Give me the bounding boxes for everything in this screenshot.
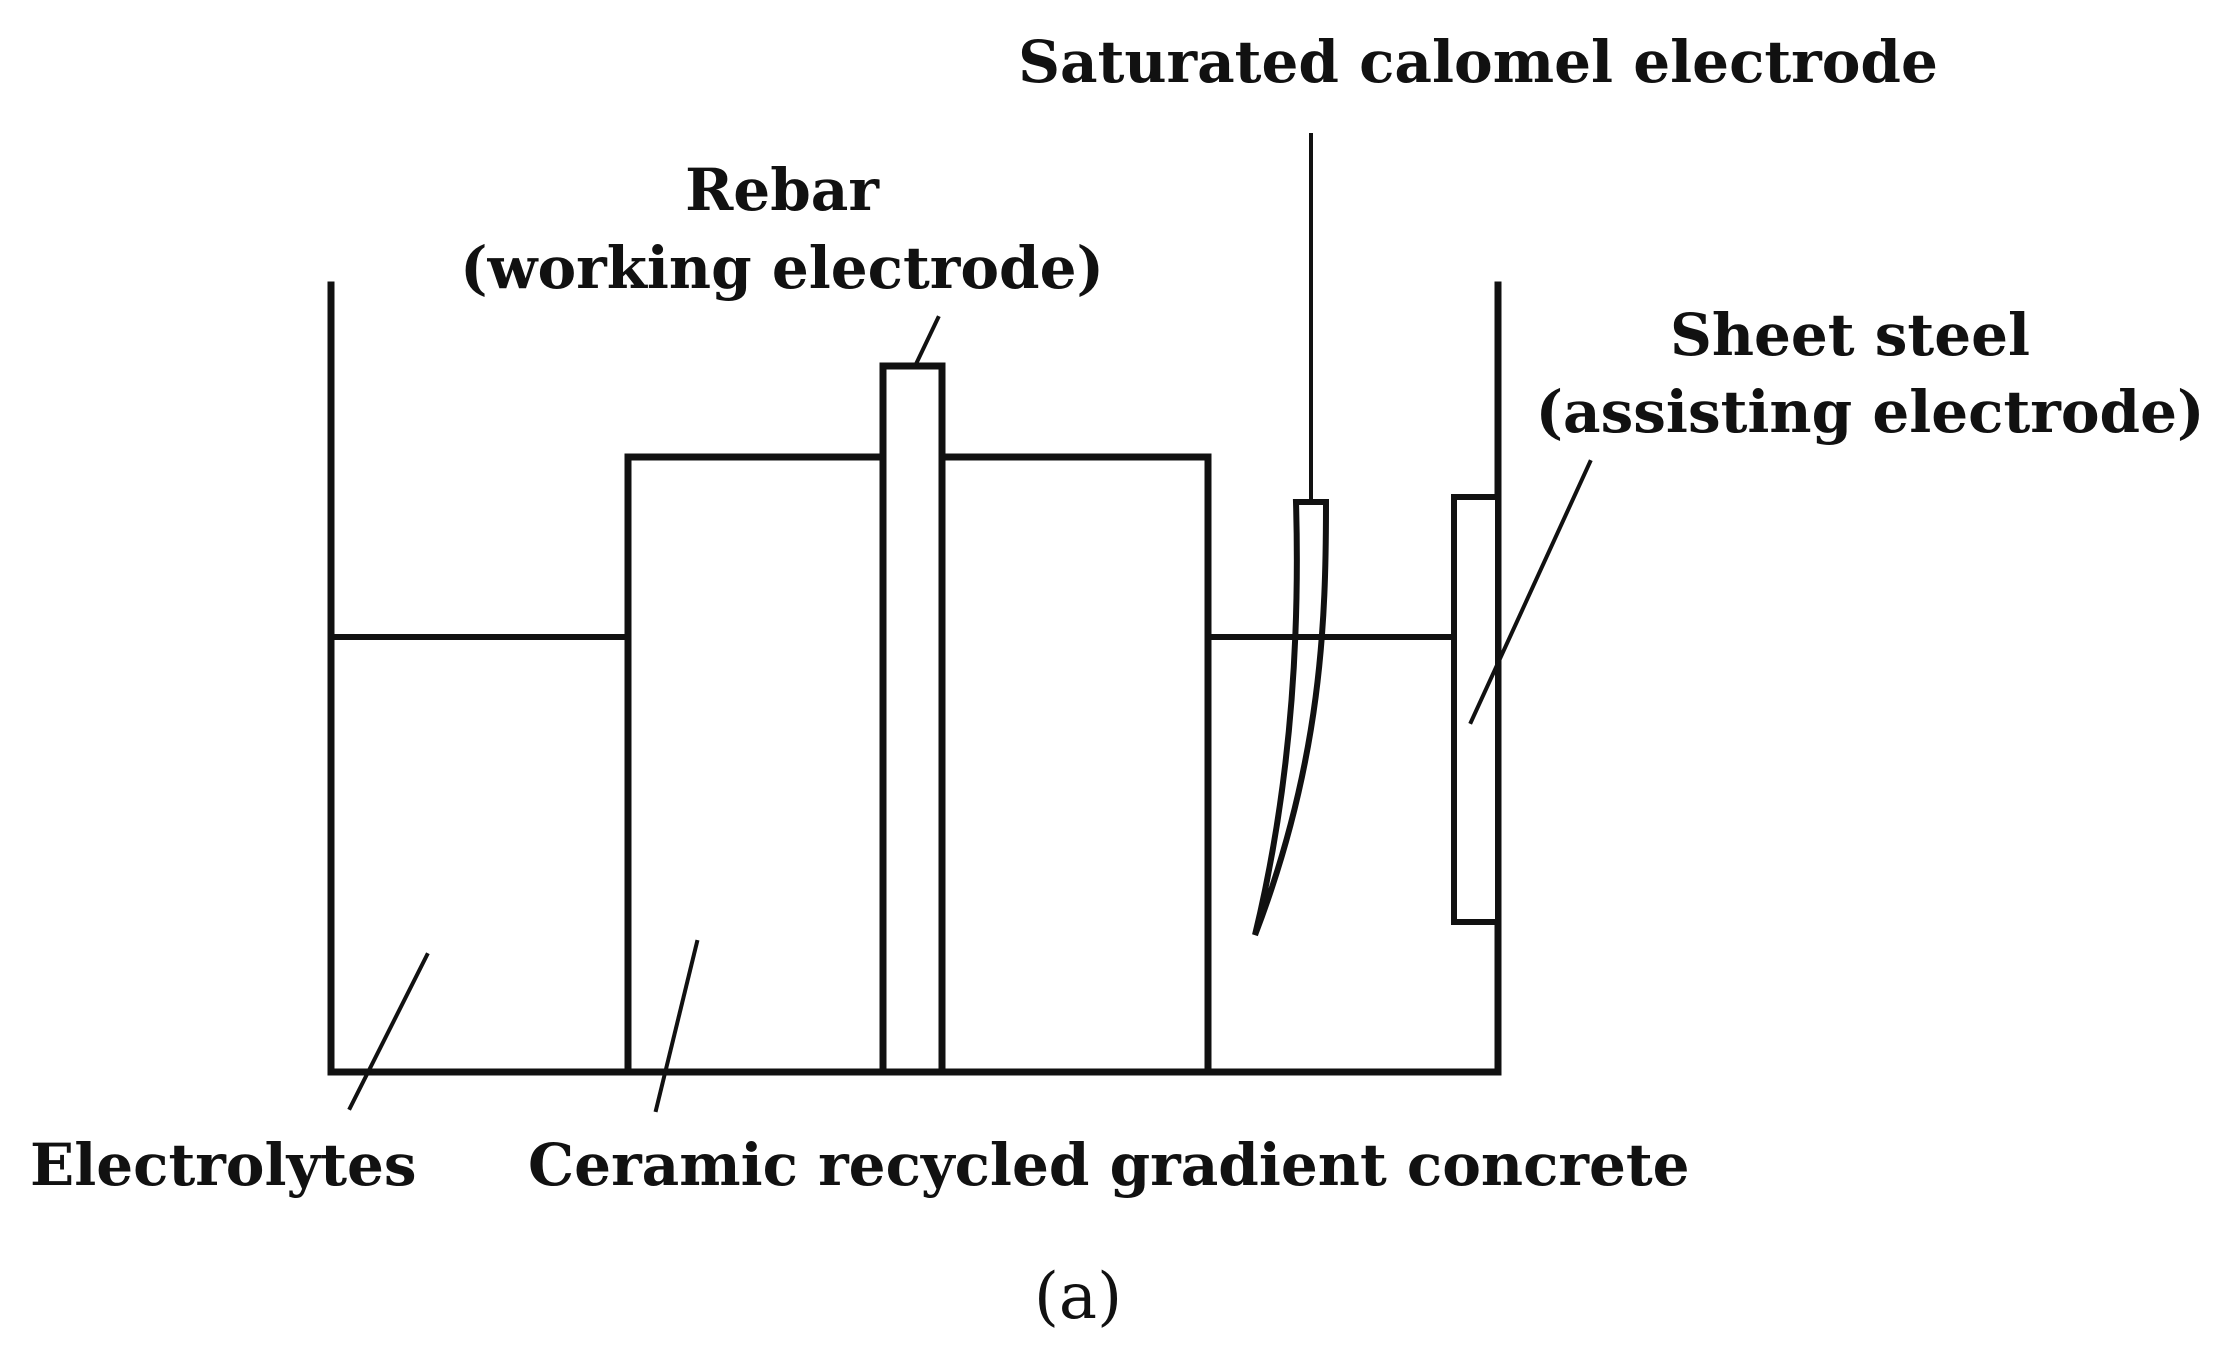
rebar-working-electrode [879, 362, 946, 1076]
sheet-steel-leader-line [1468, 459, 1593, 725]
panel-label: (a) [1034, 1260, 1122, 1334]
working-electrode-label: (working electrode) [460, 234, 1104, 302]
ceramic-concrete-label: Ceramic recycled gradient concrete [528, 1131, 1690, 1199]
saturated-calomel-electrode-label: Saturated calomel electrode [1018, 28, 1938, 96]
assisting-electrode-label: (assisting electrode) [1536, 378, 2205, 446]
rebar-label: Rebar [685, 156, 880, 224]
concrete-leader-line [653, 939, 700, 1113]
calomel-electrode-tube [1252, 499, 1330, 937]
electrolytes-leader-line [347, 952, 430, 1111]
rebar-leader-line [914, 315, 941, 365]
sheet-steel-label: Sheet steel [1670, 301, 2030, 369]
electrolytes-label: Electrolytes [30, 1131, 417, 1199]
